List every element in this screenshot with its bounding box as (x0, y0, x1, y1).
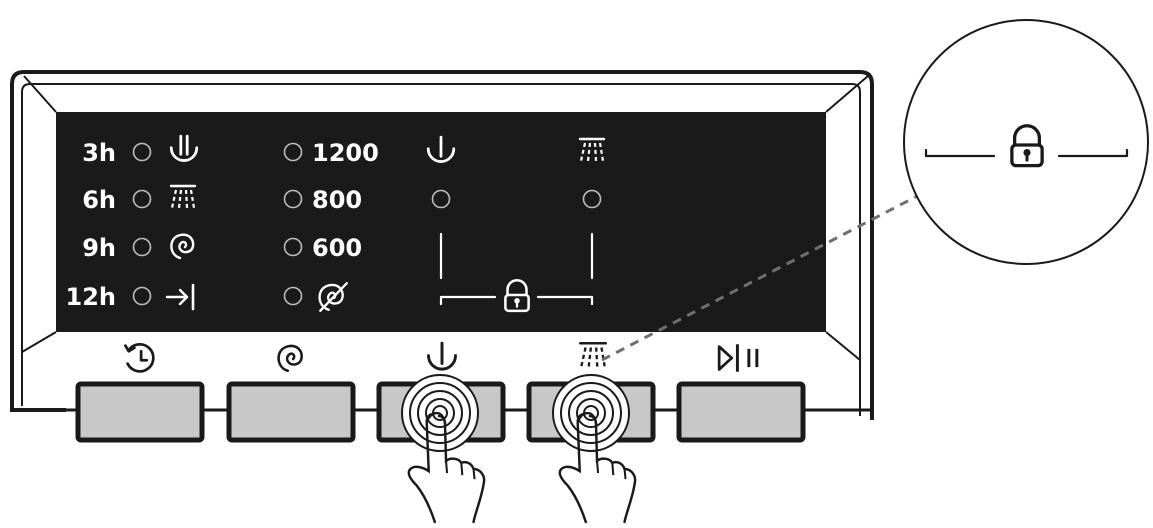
timer-led (132, 286, 152, 306)
button-label-row (124, 341, 759, 374)
play-pause-icon (717, 342, 759, 374)
timer-option-label: 12h (66, 283, 116, 311)
start-pause-button[interactable] (676, 381, 806, 443)
spin-led (283, 142, 303, 162)
timer-option-label: 6h (82, 186, 116, 214)
spin-led (283, 286, 303, 306)
delay-timer-button[interactable] (75, 381, 205, 443)
zoom-bracket-right (1057, 148, 1129, 158)
timer-column: 3h 6h 9h 12h (66, 134, 199, 311)
spin-led (283, 237, 303, 257)
timer-led (132, 142, 152, 162)
timer-option-label: 3h (82, 139, 116, 167)
timer-clock-icon (124, 342, 155, 373)
child-lock-zoom-callout (903, 19, 1149, 265)
timer-led (132, 189, 152, 209)
zoom-leader-line (601, 190, 926, 362)
rinse-led (582, 189, 602, 209)
timer-led (132, 237, 152, 257)
lock-bracket-bottom-right (536, 295, 594, 306)
spin-spiral-icon (277, 344, 303, 373)
rinse-shower-icon (578, 341, 608, 368)
spin-led (283, 189, 303, 209)
spin-button[interactable] (226, 381, 356, 443)
spin-speed-label: 800 (312, 186, 362, 214)
indicator-group (426, 135, 606, 313)
drying-led (431, 189, 451, 209)
lock-bracket-bottom-left (439, 295, 497, 306)
spin-speed-column: 1200 800 600 (283, 139, 379, 312)
timer-option-label: 9h (82, 234, 116, 262)
spin-speed-label: 600 (312, 234, 362, 262)
drying-icon (427, 341, 457, 371)
spin-speed-label: 1200 (312, 139, 379, 167)
zoom-bracket-left (924, 148, 996, 158)
